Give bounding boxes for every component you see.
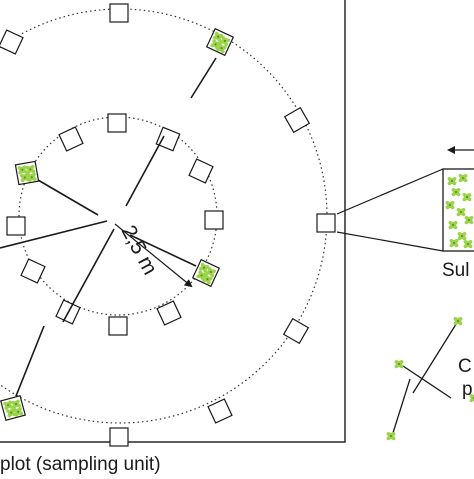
- sampled-quadrat: [14, 160, 40, 186]
- quadrat: [20, 258, 46, 284]
- radius-arrow: [114, 223, 193, 288]
- transect-line: [15, 325, 45, 397]
- quadrat: [108, 316, 128, 336]
- plot-caption: plot (sampling unit): [0, 454, 161, 474]
- transect-line: [62, 228, 115, 323]
- radius-label: 2,5 m: [117, 222, 162, 279]
- sampled-quadrats: [0, 27, 235, 421]
- inner-ring-quadrats: [6, 113, 224, 336]
- plot-boundary: [0, 0, 346, 443]
- transect-line: [125, 135, 165, 207]
- quadrat: [156, 300, 182, 326]
- quadrat: [155, 126, 181, 152]
- legend-caption-top: C: [458, 356, 472, 377]
- subplot-detail: [442, 168, 474, 252]
- quadrat: [109, 427, 129, 447]
- quadrat: [316, 213, 336, 233]
- sampled-quadrat: [0, 395, 26, 421]
- outer-ring-quadrats: [0, 3, 336, 447]
- transect-line: [190, 57, 217, 99]
- quadrat: [6, 216, 26, 236]
- inner-circle: [18, 116, 218, 316]
- legend-caption-bottom: p: [462, 379, 473, 400]
- quadrat: [58, 126, 84, 152]
- subplot-caption: Sul: [442, 260, 469, 281]
- quadrat: [282, 317, 310, 345]
- sampled-quadrat: [205, 27, 235, 57]
- transect-line: [0, 220, 108, 249]
- transect-lines: [0, 57, 217, 397]
- quadrat: [207, 398, 233, 424]
- transect-line: [37, 179, 99, 216]
- quadrat: [204, 210, 224, 230]
- quadrat: [283, 106, 311, 134]
- quadrat: [0, 29, 24, 55]
- legend-plants: [386, 317, 474, 441]
- quadrat: [188, 158, 214, 184]
- subplot-connector: [336, 168, 444, 252]
- legend-plant-diagram: [391, 320, 459, 437]
- outer-circle: [0, 8, 328, 424]
- quadrat: [109, 3, 129, 23]
- quadrat: [107, 113, 127, 133]
- transect-line: [129, 234, 197, 267]
- sampled-quadrat: [191, 258, 221, 288]
